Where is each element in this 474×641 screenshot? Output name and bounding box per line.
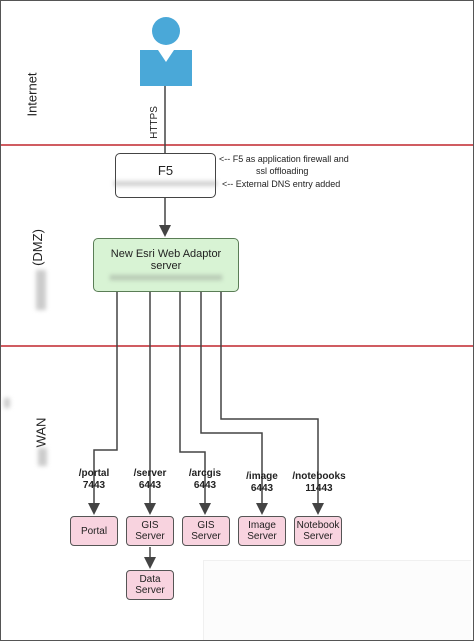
web-adaptor-title: New Esri Web Adaptor server [110,248,222,272]
f5-title: F5 [157,163,174,178]
notebook-server-box: Notebook Server [294,516,342,546]
route-path: /portal [78,468,110,479]
route-label-server: /server 6443 [126,468,174,492]
blank-panel [203,560,471,640]
route-port: 6443 [138,480,162,491]
redacted-zone-text [36,270,46,310]
route-path: /server [133,468,167,479]
data-server-box: Data Server [126,570,174,600]
route-label-notebooks: /notebooks 11443 [288,471,350,495]
route-port: 11443 [305,483,333,494]
arcgis-server-box: GIS Server [182,516,230,546]
route-port: 6443 [193,480,217,491]
route-port: 6443 [250,483,274,494]
redacted-wa-host: xxxxxxxxxxxxxxxxxxxxxxxxx [109,272,223,282]
route-label-portal: /portal 7443 [74,468,114,492]
https-label: HTTPS [148,106,160,139]
zone-label-internet: Internet [24,72,40,117]
route-path: /notebooks [292,471,346,482]
redacted-wan-text [38,448,47,466]
redacted-f5-host: xxxxxxxxxxxxxxxxxxxxxxx [113,178,218,188]
notebooks-link [220,292,324,515]
gis-server-box: GIS Server [126,516,174,546]
image-link [200,292,268,515]
web-adaptor-box: New Esri Web Adaptor server xxxxxxxxxxxx… [93,238,239,292]
redacted-margin-text [4,398,10,408]
portal-link [88,292,118,515]
f5-note-dns: <-- External DNS entry added [222,179,341,189]
image-server-box: Image Server [238,516,286,546]
f5-box: F5 xxxxxxxxxxxxxxxxxxxxxxx [113,153,218,198]
route-port: 7443 [82,480,106,491]
portal-box: Portal [70,516,118,546]
arcgis-link [179,292,211,515]
route-path: /arcgis [188,468,222,479]
f5-note-firewall: <-- F5 as application firewall and [219,154,349,164]
zone-label-dmz: (DMZ) [29,229,45,266]
zone-label-wan: WAN [33,417,49,448]
route-label-arcgis: /arcgis 6443 [182,468,228,492]
user-icon [140,17,192,86]
route-label-image: /image 6443 [238,471,286,495]
route-path: /image [246,471,278,482]
f5-note-ssl: ssl offloading [256,166,309,176]
